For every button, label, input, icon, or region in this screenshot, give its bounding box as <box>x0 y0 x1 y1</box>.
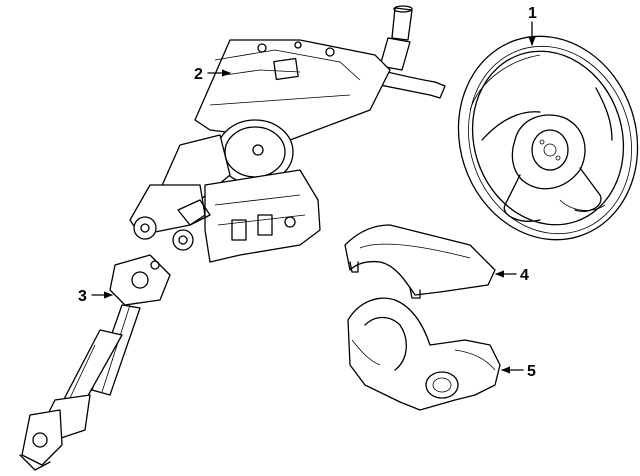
callout-4: 4 <box>495 267 529 284</box>
callout-label-4: 4 <box>520 267 529 284</box>
callout-2: 2 <box>194 66 231 83</box>
lower-column-cover[interactable] <box>347 297 501 411</box>
upper-column-cover[interactable] <box>344 224 496 299</box>
intermediate-shaft[interactable] <box>19 254 171 471</box>
steering-column[interactable] <box>129 5 446 263</box>
callout-label-3: 3 <box>78 288 87 305</box>
steering-wheel[interactable] <box>432 13 640 263</box>
callout-label-1: 1 <box>528 5 537 22</box>
callout-3: 3 <box>78 288 113 305</box>
callout-5: 5 <box>501 363 536 380</box>
callout-label-5: 5 <box>527 363 536 380</box>
callout-1: 1 <box>528 5 537 46</box>
callout-label-2: 2 <box>194 66 203 83</box>
